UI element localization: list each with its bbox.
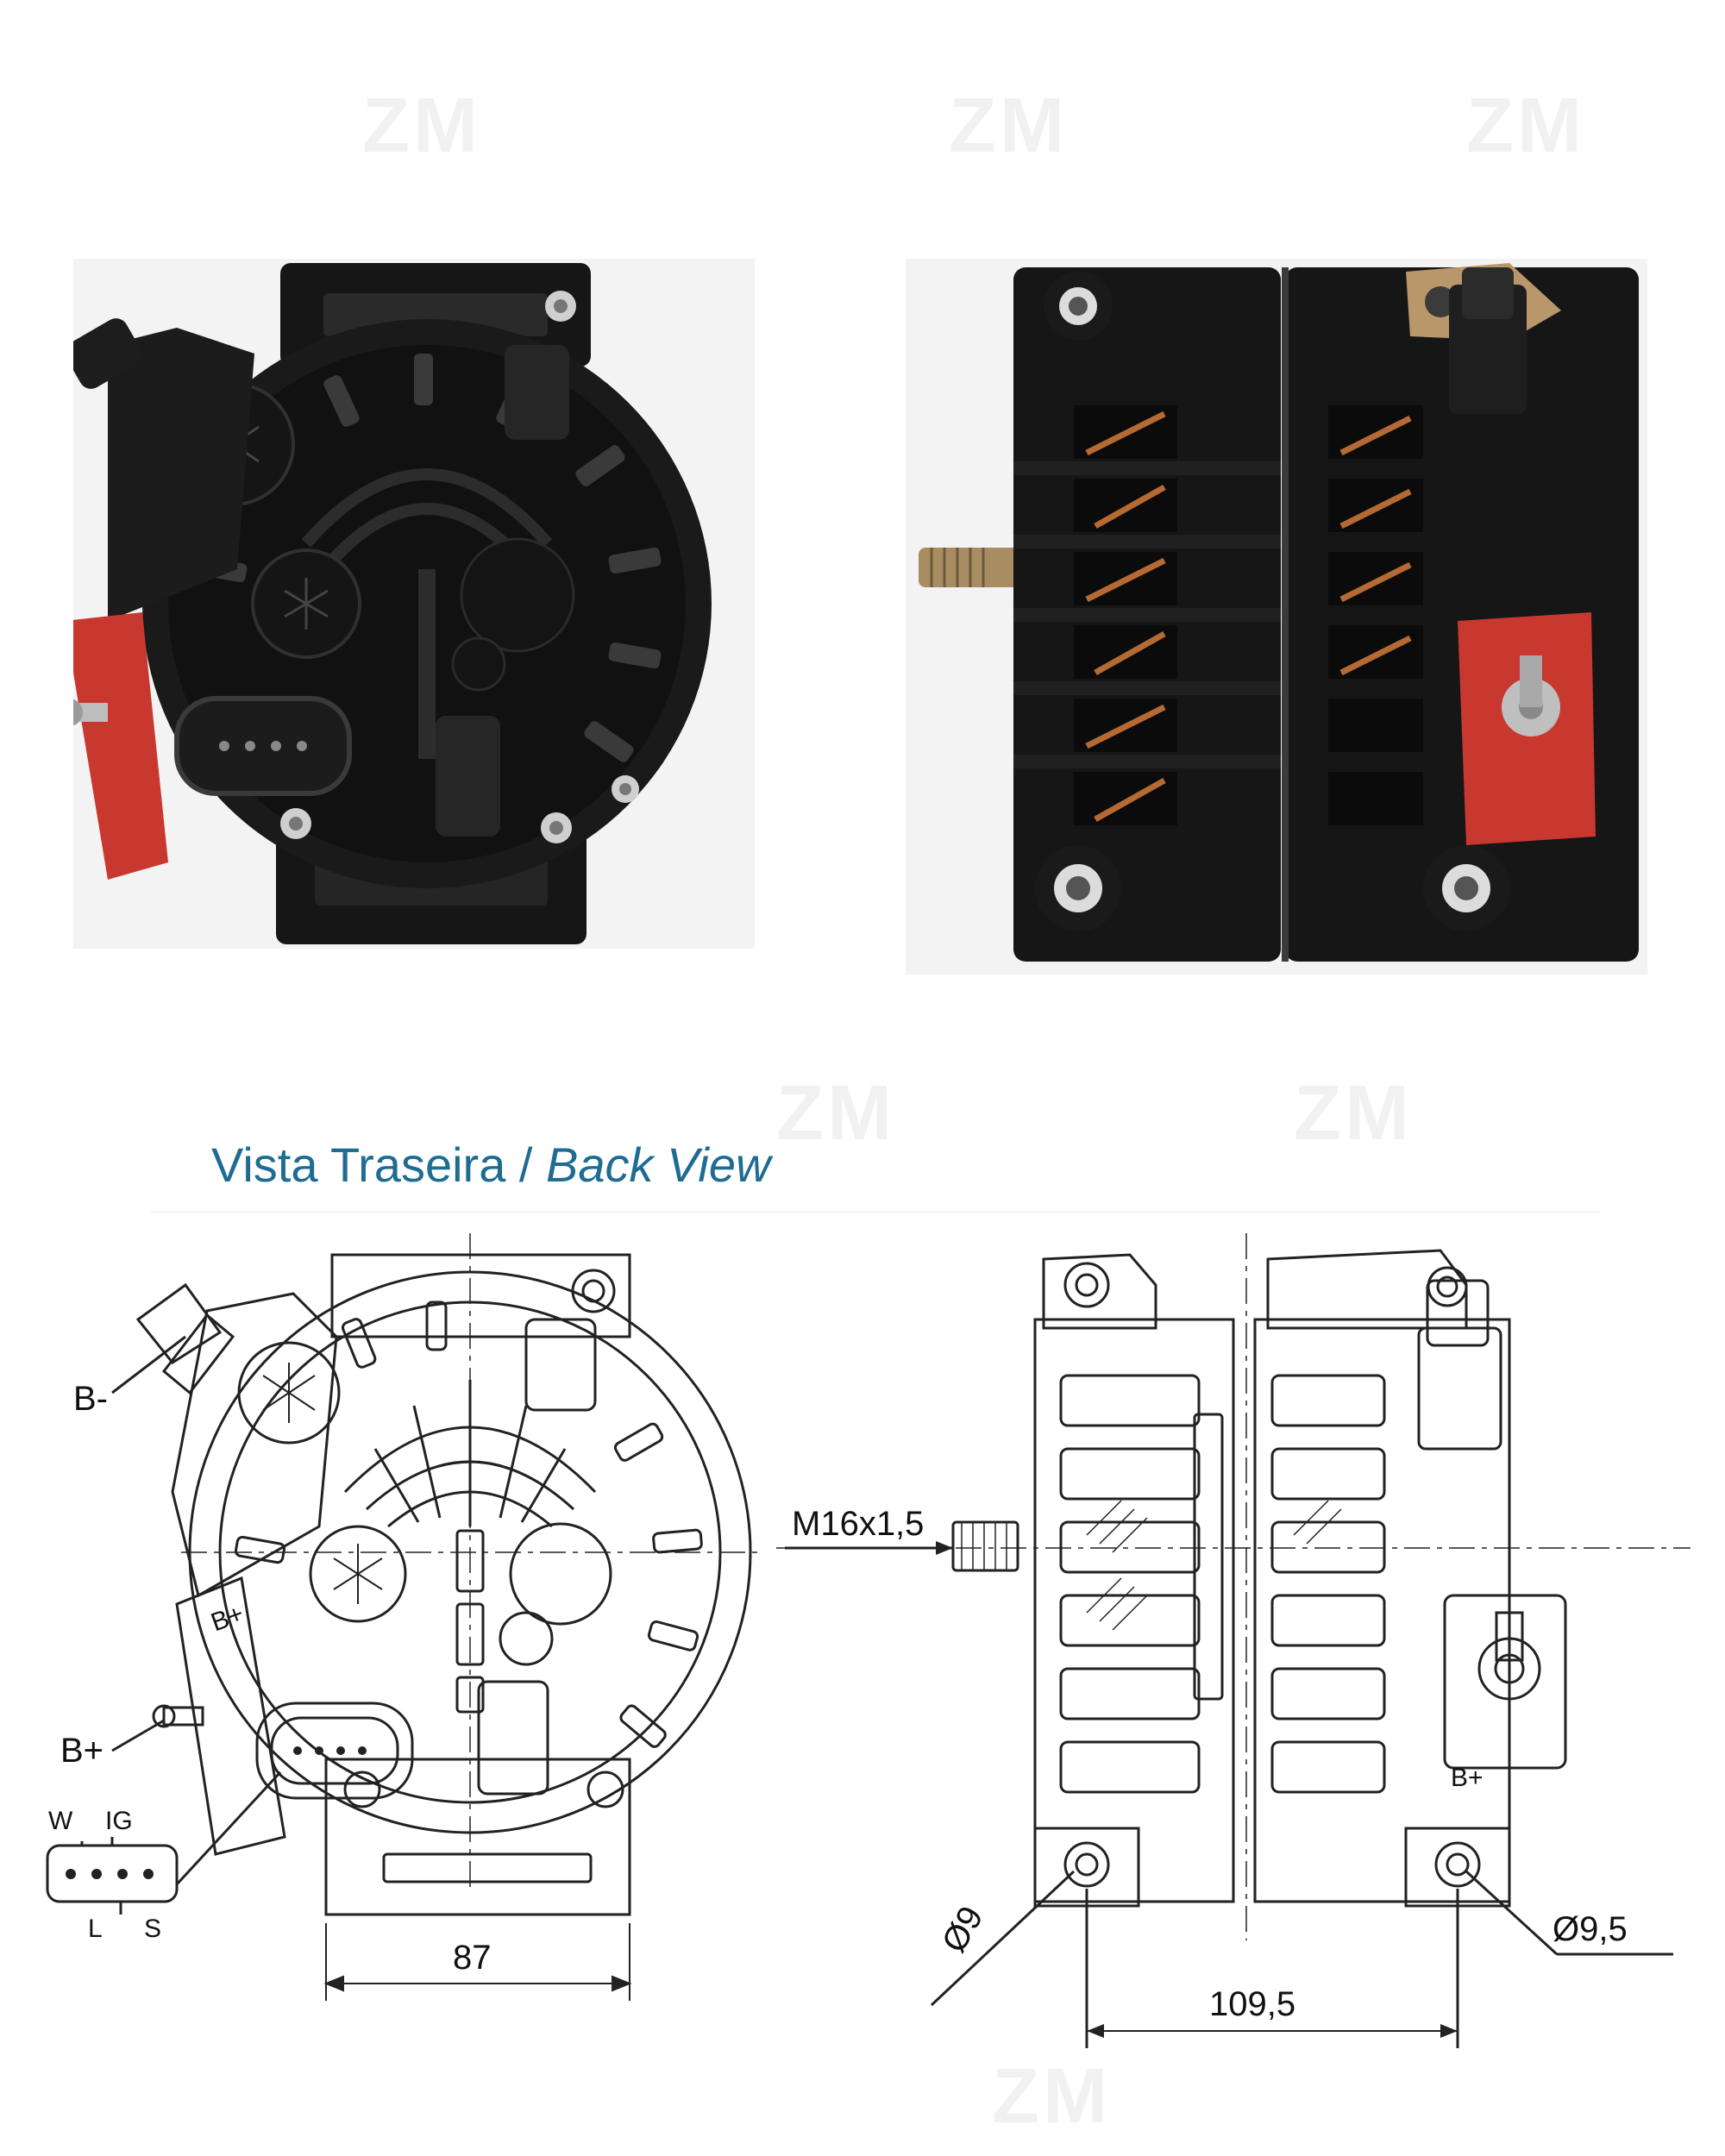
caption-pt: Vista Traseira: [211, 1138, 506, 1192]
caption-separator: /: [505, 1138, 547, 1192]
photo-back-view: [73, 259, 755, 949]
divider: [151, 1212, 1600, 1213]
pin-label-s: S: [144, 1915, 162, 1943]
alternator-rear-photo: [73, 263, 712, 944]
b-plus-terminal-cover: [73, 612, 168, 880]
watermark: ZM: [1294, 1070, 1413, 1156]
drawing-back-view: B- B+ B+ W IG L S 87: [34, 1233, 794, 2009]
alternator-side-photo: [919, 263, 1639, 962]
dimension-width: 87: [453, 1939, 492, 1977]
caption-en: Back View: [546, 1138, 771, 1192]
pin-label-w: W: [48, 1807, 73, 1835]
alternator-side-line-drawing: [776, 1233, 1690, 2048]
label-hole-right: Ø9,5: [1552, 1910, 1628, 1948]
watermark: ZM: [776, 1070, 895, 1156]
label-thread: M16x1,5: [792, 1505, 925, 1543]
label-b-minus: B-: [73, 1380, 108, 1418]
drawing-side-view: M16x1,5 Ø9 Ø9,5 109,5 B+: [776, 1233, 1699, 2053]
view-caption: Vista Traseira / Back View: [211, 1137, 770, 1193]
watermark: ZM: [362, 83, 481, 169]
photo-side-view: [906, 259, 1647, 975]
alternator-rear-line-drawing: [46, 1233, 759, 2001]
watermark: ZM: [1466, 83, 1585, 169]
watermark: ZM: [992, 2053, 1111, 2140]
dimension-hole-spacing: 109,5: [1209, 1985, 1296, 2023]
watermark: ZM: [949, 83, 1068, 169]
label-b-plus: B+: [60, 1732, 104, 1770]
pin-label-ig: IG: [105, 1807, 133, 1835]
label-b-plus-embossed: B+: [1451, 1764, 1484, 1792]
pin-label-l: L: [88, 1915, 103, 1943]
